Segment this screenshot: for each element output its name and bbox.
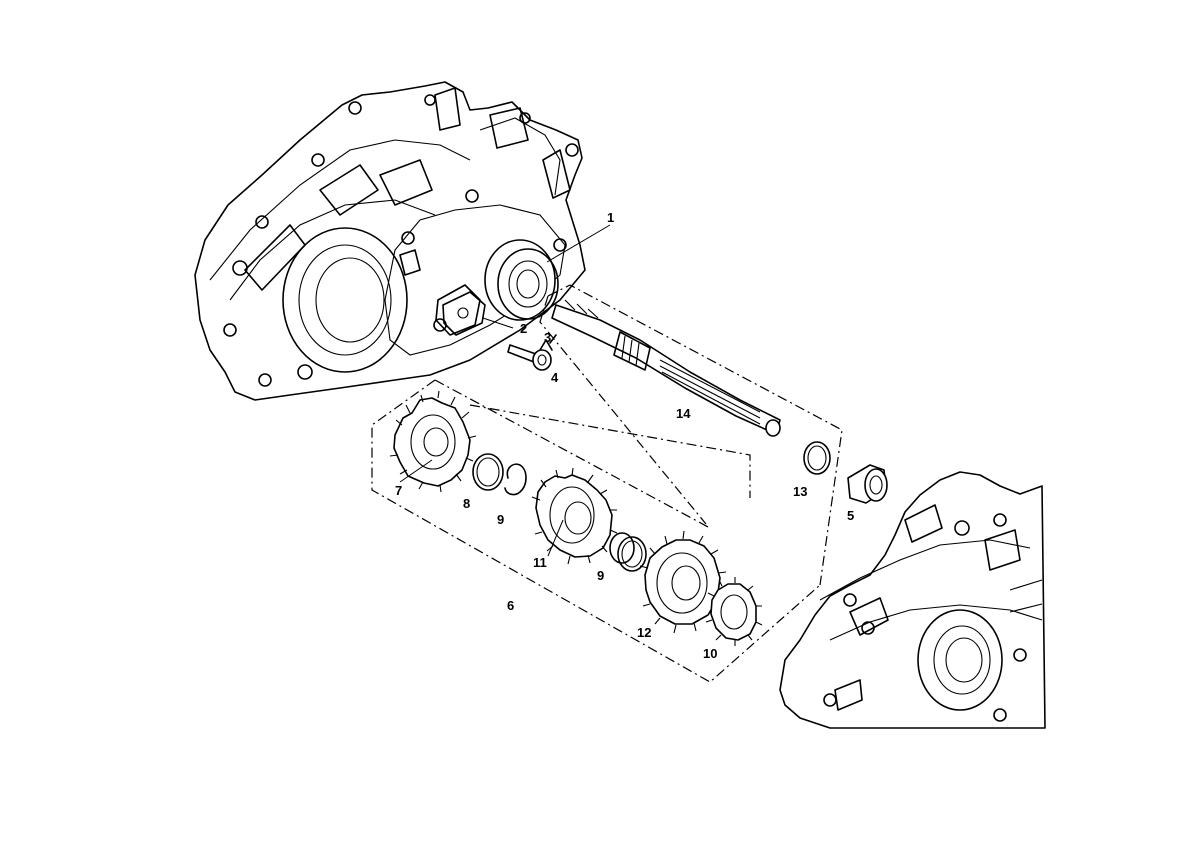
needle-bearing-5 (847, 464, 888, 504)
bearing-retainer-plate (442, 291, 486, 336)
callout-8: 8 (463, 496, 470, 511)
main-shaft (551, 299, 781, 437)
left-crankcase-half (194, 81, 586, 401)
callout-11: 11 (533, 555, 547, 570)
callout-9b: 9 (597, 568, 604, 583)
gear-10 (705, 577, 763, 646)
callout-1: 1 (607, 210, 614, 225)
callout-10: 10 (703, 646, 717, 661)
callout-12: 12 (637, 625, 651, 640)
lock-washer (539, 334, 557, 351)
washer-8 (472, 453, 504, 491)
callout-14: 14 (676, 406, 691, 421)
washer-13 (803, 441, 831, 475)
callout-4: 4 (551, 370, 559, 385)
bearing (484, 239, 559, 321)
screw (507, 344, 552, 371)
right-crankcase-half (779, 471, 1046, 729)
callout-2: 2 (520, 321, 527, 336)
callout-13: 13 (793, 484, 807, 499)
callout-6: 6 (507, 598, 514, 613)
circlip-9 (504, 463, 527, 496)
gear-set-bracket (371, 379, 821, 683)
callout-3: 3 (544, 330, 551, 345)
gear-11 (531, 467, 618, 565)
callout-5: 5 (847, 508, 854, 523)
gear-7 (389, 390, 477, 493)
callout-7: 7 (395, 483, 402, 498)
circlip-9b (609, 532, 647, 572)
callout-9a: 9 (497, 512, 504, 527)
shaft-group-bracket (539, 284, 843, 586)
